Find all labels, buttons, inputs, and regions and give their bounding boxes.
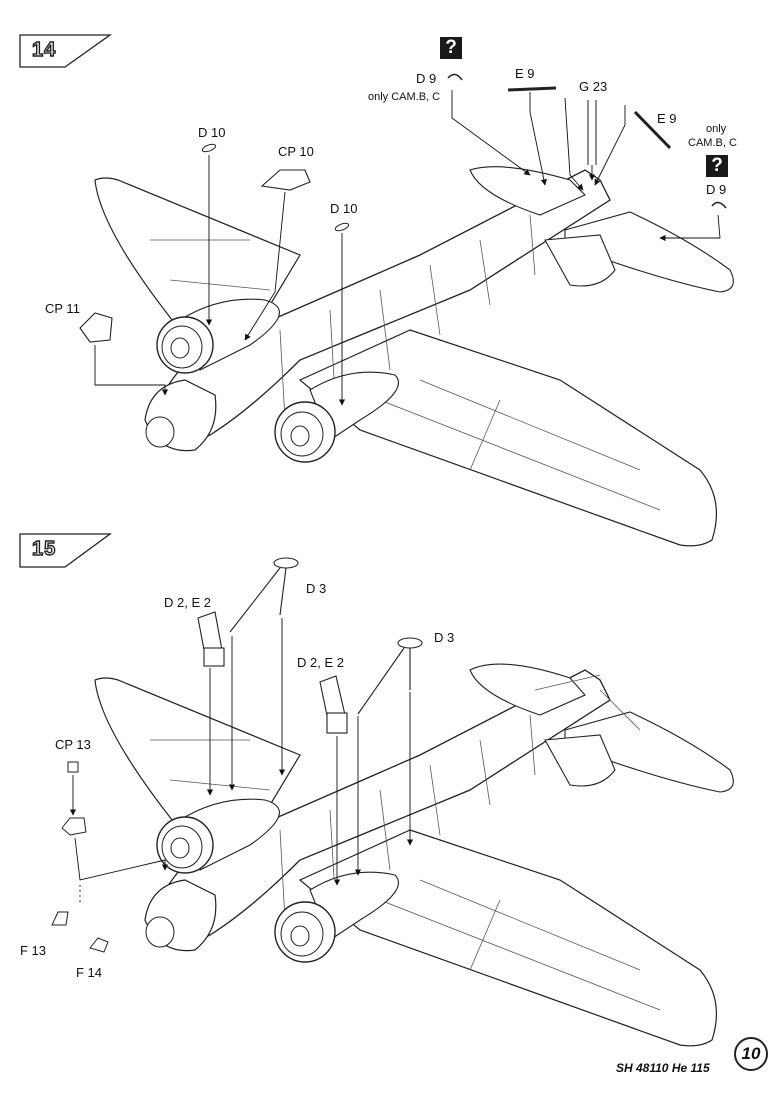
label-cp11: CP 11 bbox=[45, 301, 80, 316]
part-d3-b bbox=[357, 637, 423, 715]
part-d2e2-b bbox=[319, 675, 348, 734]
right-wing-15 bbox=[298, 829, 718, 1047]
panel-lines bbox=[150, 214, 661, 511]
label-e9-b: E 9 bbox=[657, 111, 677, 126]
label-e9-a: E 9 bbox=[515, 66, 535, 81]
horizontal-tail-right bbox=[564, 211, 734, 293]
label-d2e2-b: D 2, E 2 bbox=[297, 655, 344, 670]
right-wing bbox=[298, 329, 718, 547]
part-d9-a bbox=[447, 73, 463, 81]
question-mark-icon: ? bbox=[706, 155, 728, 177]
part-e9-a bbox=[507, 86, 557, 92]
part-f14 bbox=[89, 937, 109, 953]
label-f14: F 14 bbox=[76, 965, 103, 980]
part-d2e2-a bbox=[197, 611, 225, 667]
horizontal-tail-left-15 bbox=[469, 663, 586, 716]
engine-right-15 bbox=[274, 871, 399, 963]
step-14-number: 14 bbox=[31, 38, 57, 61]
part-cp13 bbox=[67, 761, 79, 773]
label-d9-a: D 9 bbox=[416, 71, 437, 86]
leader-lines-14 bbox=[94, 90, 721, 406]
label-only: only bbox=[706, 123, 727, 135]
product-code: SH 48110 He 115 bbox=[616, 1061, 710, 1075]
part-d10-b bbox=[334, 222, 350, 232]
label-g23: G 23 bbox=[579, 79, 608, 94]
label-d10-b: D 10 bbox=[330, 201, 358, 216]
part-f13 bbox=[51, 911, 69, 926]
step-14-diagram bbox=[19, 34, 734, 547]
vertical-fin-15 bbox=[544, 734, 616, 787]
step-15-box bbox=[19, 533, 112, 568]
engine-right bbox=[274, 371, 399, 463]
step-15-diagram bbox=[19, 533, 734, 1047]
engine-left-15 bbox=[156, 798, 280, 874]
part-g23 bbox=[587, 100, 597, 165]
part-d9-b bbox=[711, 201, 727, 209]
nose-glazing bbox=[144, 379, 217, 452]
part-d3-a bbox=[229, 557, 299, 633]
question-mark-icon: ? bbox=[440, 37, 462, 59]
page-number: 10 bbox=[734, 1037, 768, 1071]
nose-glazing-15 bbox=[144, 879, 217, 952]
label-d3-b: D 3 bbox=[434, 630, 455, 645]
part-cp10 bbox=[260, 169, 311, 191]
label-d3-a: D 3 bbox=[306, 581, 327, 596]
label-d2e2-a: D 2, E 2 bbox=[164, 595, 211, 610]
engine-left bbox=[156, 298, 280, 374]
label-cp13: CP 13 bbox=[55, 737, 91, 752]
label-f13: F 13 bbox=[20, 943, 47, 958]
step-15-number: 15 bbox=[31, 537, 57, 560]
part-cp13-assembly bbox=[61, 817, 87, 836]
label-d10-a: D 10 bbox=[198, 125, 226, 140]
horizontal-tail-right-15 bbox=[564, 711, 734, 793]
leader-lines-15 bbox=[69, 618, 414, 905]
step-14-box bbox=[19, 34, 113, 68]
vertical-fin bbox=[544, 234, 616, 287]
label-cp10: CP 10 bbox=[278, 144, 314, 159]
part-d10-a bbox=[201, 143, 217, 153]
label-cam-bc: CAM.B, C bbox=[688, 137, 737, 149]
label-d9-b: D 9 bbox=[706, 182, 727, 197]
part-e9-b bbox=[633, 110, 672, 150]
label-only-cam: only CAM.B, C bbox=[368, 91, 441, 103]
part-cp11 bbox=[79, 312, 113, 343]
